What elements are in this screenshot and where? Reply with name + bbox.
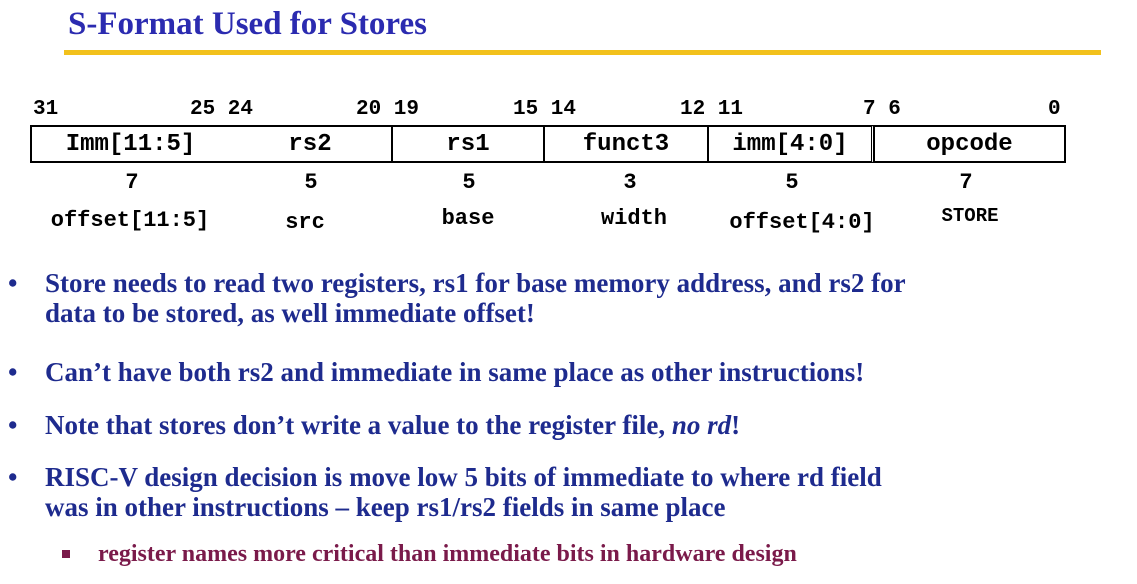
meaning-offset-4-0: offset[4:0] <box>729 210 875 235</box>
bullet-dot-icon: • <box>8 357 18 387</box>
bullet-dot-icon: • <box>8 462 18 492</box>
bit-label-20-19: 20 19 <box>356 98 420 121</box>
bullet-3-end: ! <box>731 410 741 440</box>
bit-label-25-24: 25 24 <box>190 98 254 121</box>
square-bullet-icon <box>62 550 70 558</box>
bit-label-31: 31 <box>33 98 59 121</box>
width-opcode: 7 <box>959 170 973 195</box>
field-opcode: opcode <box>873 125 1066 163</box>
bit-label-7-6: 7 6 <box>863 98 901 121</box>
bullet-1-line-1: Store needs to read two registers, rs1 f… <box>45 268 906 298</box>
sub-bullet-text: register names more critical than immedi… <box>98 541 797 567</box>
bullet-2-text: Can’t have both rs2 and immediate in sam… <box>45 357 865 387</box>
title-underline <box>64 50 1101 55</box>
bullet-4-line-2: was in other instructions – keep rs1/rs2… <box>45 492 726 522</box>
bullet-1-line-2: data to be stored, as well immediate off… <box>45 298 535 328</box>
meaning-store: STORE <box>941 205 999 227</box>
bit-label-0: 0 <box>1048 98 1061 121</box>
bullet-dot-icon: • <box>8 268 18 298</box>
field-funct3: funct3 <box>543 125 709 163</box>
meaning-src: src <box>285 210 325 235</box>
field-rs1: rs1 <box>391 125 545 163</box>
width-imm-4-0: 5 <box>785 170 799 195</box>
bullet-item: • RISC-V design decision is move low 5 b… <box>0 462 1137 526</box>
meaning-width: width <box>600 206 668 231</box>
width-rs1: 5 <box>462 170 476 195</box>
width-funct3: 3 <box>623 170 637 195</box>
bullet-3-text: Note that stores don’t write a value to … <box>45 410 672 440</box>
bullet-dot-icon: • <box>8 410 18 440</box>
field-rs2: rs2 <box>229 125 393 163</box>
slide-title: S-Format Used for Stores <box>68 6 427 42</box>
bullet-4-line-1: RISC-V design decision is move low 5 bit… <box>45 462 882 492</box>
field-imm-4-0: imm[4:0] <box>707 125 875 163</box>
meaning-base: base <box>441 206 495 231</box>
sub-bullet-item: register names more critical than immedi… <box>0 540 1137 570</box>
width-imm-11-5: 7 <box>125 170 139 195</box>
field-imm-11-5: Imm[11:5] <box>30 125 231 163</box>
width-rs2: 5 <box>304 170 318 195</box>
bit-label-15-14: 15 14 <box>513 98 577 121</box>
bit-label-12-11: 12 11 <box>680 98 744 121</box>
bullet-item: • Store needs to read two registers, rs1… <box>0 268 1137 332</box>
bullet-3-emphasis: no rd <box>671 410 732 440</box>
meaning-offset-11-5: offset[11:5] <box>50 208 210 233</box>
